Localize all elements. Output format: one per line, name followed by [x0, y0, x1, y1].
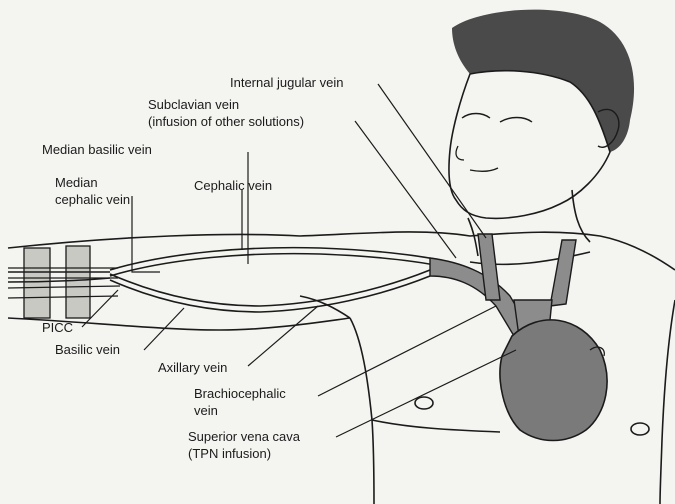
label-subclavian-note: (infusion of other solutions) [148, 114, 304, 129]
label-basilic-vein: Basilic vein [55, 342, 120, 357]
label-subclavian-vein: Subclavian vein [148, 97, 239, 112]
head-illustration [449, 10, 634, 219]
label-brachiocephalic-line1: Brachiocephalic [194, 386, 286, 401]
label-picc: PICC [42, 320, 73, 335]
label-brachiocephalic-line2: vein [194, 403, 218, 418]
label-median-cephalic-line1: Median [55, 175, 98, 190]
label-median-cephalic-line2: cephalic vein [55, 192, 130, 207]
label-superior-vena-cava: Superior vena cava [188, 429, 300, 444]
label-axillary-vein: Axillary vein [158, 360, 227, 375]
label-median-basilic-vein: Median basilic vein [42, 142, 152, 157]
heart-illustration [500, 320, 607, 441]
label-internal-jugular-vein: Internal jugular vein [230, 75, 343, 90]
basilic-vein-path [110, 270, 430, 306]
label-svc-note: (TPN infusion) [188, 446, 271, 461]
label-cephalic-vein: Cephalic vein [194, 178, 272, 193]
